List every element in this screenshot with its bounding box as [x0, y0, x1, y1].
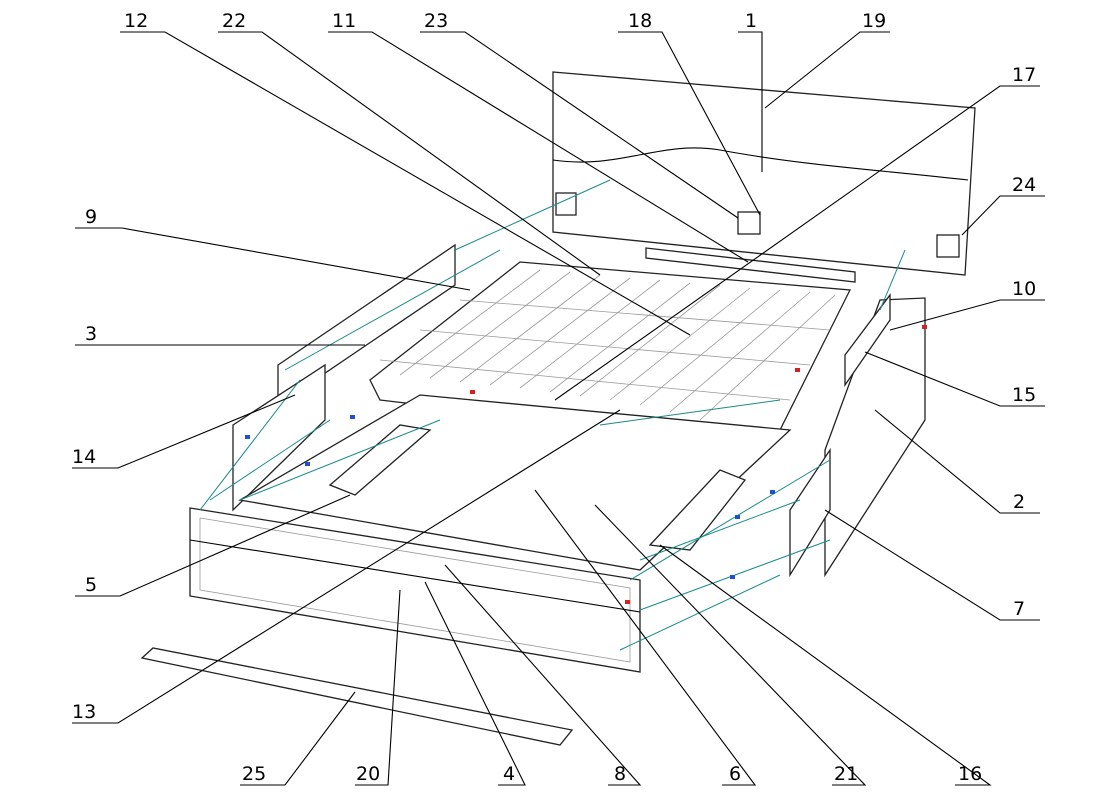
- label-16: 16: [958, 763, 982, 785]
- slat-frame: [369, 261, 852, 441]
- label-14: 14: [72, 446, 96, 468]
- label-8: 8: [614, 763, 626, 785]
- label-12: 12: [124, 10, 148, 32]
- label-11: 11: [332, 10, 356, 32]
- right-side-panel: [789, 293, 926, 578]
- label-21: 21: [834, 763, 858, 785]
- label-6: 6: [729, 763, 741, 785]
- connector-lines: [199, 179, 906, 651]
- label-7: 7: [1013, 598, 1025, 620]
- leader-lines: [72, 31, 1045, 786]
- label-1: 1: [745, 10, 757, 32]
- label-9: 9: [85, 206, 97, 228]
- part-labels: 12 22 11 23 18 1 19 17 24 9 10 3 15 14 2…: [72, 10, 1036, 785]
- label-15: 15: [1012, 384, 1036, 406]
- label-18: 18: [628, 10, 652, 32]
- label-5: 5: [85, 574, 97, 596]
- label-10: 10: [1012, 278, 1036, 300]
- label-22: 22: [222, 10, 246, 32]
- fasteners: [245, 325, 927, 604]
- footboard-panel: [189, 507, 641, 673]
- label-17: 17: [1012, 64, 1036, 86]
- headboard-rail: [645, 247, 856, 283]
- label-4: 4: [503, 763, 515, 785]
- headboard-panel: [552, 71, 976, 276]
- label-2: 2: [1013, 491, 1025, 513]
- label-20: 20: [356, 763, 380, 785]
- label-3: 3: [85, 323, 97, 345]
- label-19: 19: [862, 10, 886, 32]
- label-25: 25: [242, 763, 266, 785]
- label-23: 23: [424, 10, 448, 32]
- strip-25: [140, 647, 574, 746]
- label-24: 24: [1012, 174, 1036, 196]
- label-13: 13: [72, 701, 96, 723]
